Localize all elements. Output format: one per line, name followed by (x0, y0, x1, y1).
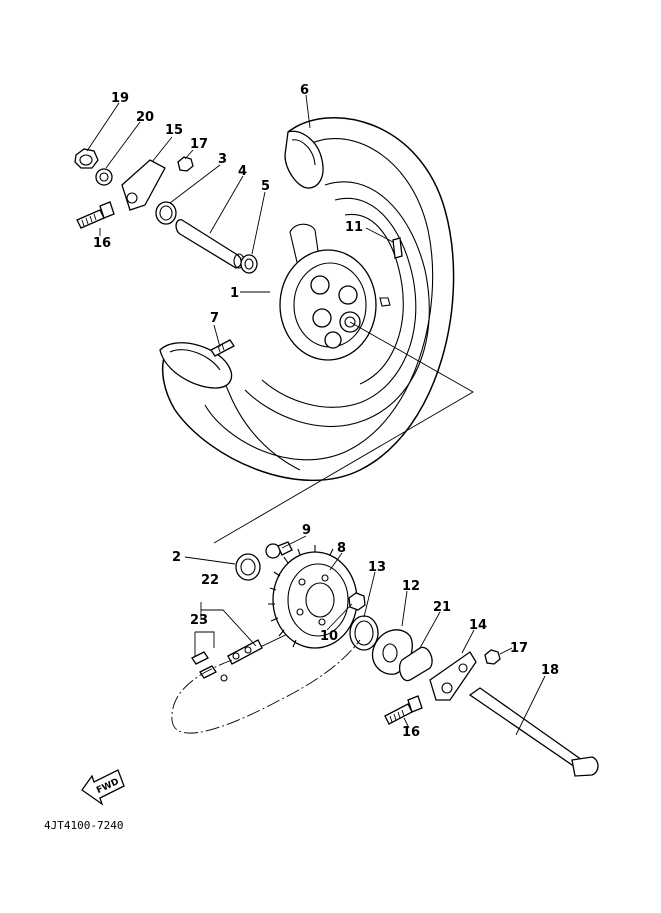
callout-11: 11 (345, 220, 363, 235)
adjust-bolt-left (76, 201, 115, 229)
callout-15: 15 (165, 123, 183, 138)
circlip-lower (349, 615, 379, 651)
callout-8: 8 (337, 541, 346, 556)
callout-22: 22 (201, 573, 219, 588)
balance-weight (210, 339, 235, 357)
hub-body (279, 249, 377, 361)
callout-13: 13 (368, 560, 386, 575)
chain-joint (191, 639, 263, 682)
collar (175, 219, 245, 269)
callout-7: 7 (210, 311, 219, 326)
chain-puller-left (121, 159, 166, 211)
sprocket-nut (348, 592, 366, 611)
tire (159, 117, 455, 482)
sprocket (268, 545, 358, 649)
oil-seal (155, 201, 177, 225)
valve-stem (392, 237, 403, 259)
nut-small (177, 156, 194, 172)
bearing (235, 553, 261, 581)
callout-5: 5 (261, 179, 270, 194)
collar-lower (398, 646, 433, 682)
washer (95, 168, 113, 186)
wheel-axle (468, 687, 599, 777)
callout-12: 12 (402, 579, 420, 594)
callout-17: 17 (190, 137, 208, 152)
callout-18: 18 (541, 663, 559, 678)
callout-20: 20 (136, 110, 154, 125)
callout-19: 19 (111, 91, 129, 106)
callout-4: 4 (238, 164, 247, 179)
nut-small-right (484, 649, 501, 665)
chain-puller-right (429, 651, 477, 701)
fwd-arrow-icon: FWD (81, 769, 125, 806)
callout-3: 3 (218, 152, 227, 167)
wheel-rim (244, 181, 430, 427)
callout-16-upper: 16 (93, 236, 111, 251)
callout-23: 23 (190, 613, 208, 628)
diagram-code: 4JT4100-7240 (44, 819, 123, 832)
sprocket-bolt (265, 541, 293, 559)
callout-14: 14 (469, 618, 487, 633)
callout-21: 21 (433, 600, 451, 615)
axle-nut (74, 148, 99, 169)
callout-16-lower: 16 (402, 725, 420, 740)
callout-2: 2 (172, 550, 181, 565)
adjust-bolt-right (384, 695, 423, 725)
callout-10: 10 (320, 629, 338, 644)
circlip (240, 254, 258, 274)
callout-9: 9 (302, 523, 311, 538)
callout-6: 6 (300, 83, 309, 98)
callout-17-lower: 17 (510, 641, 528, 656)
callout-1: 1 (230, 286, 239, 301)
